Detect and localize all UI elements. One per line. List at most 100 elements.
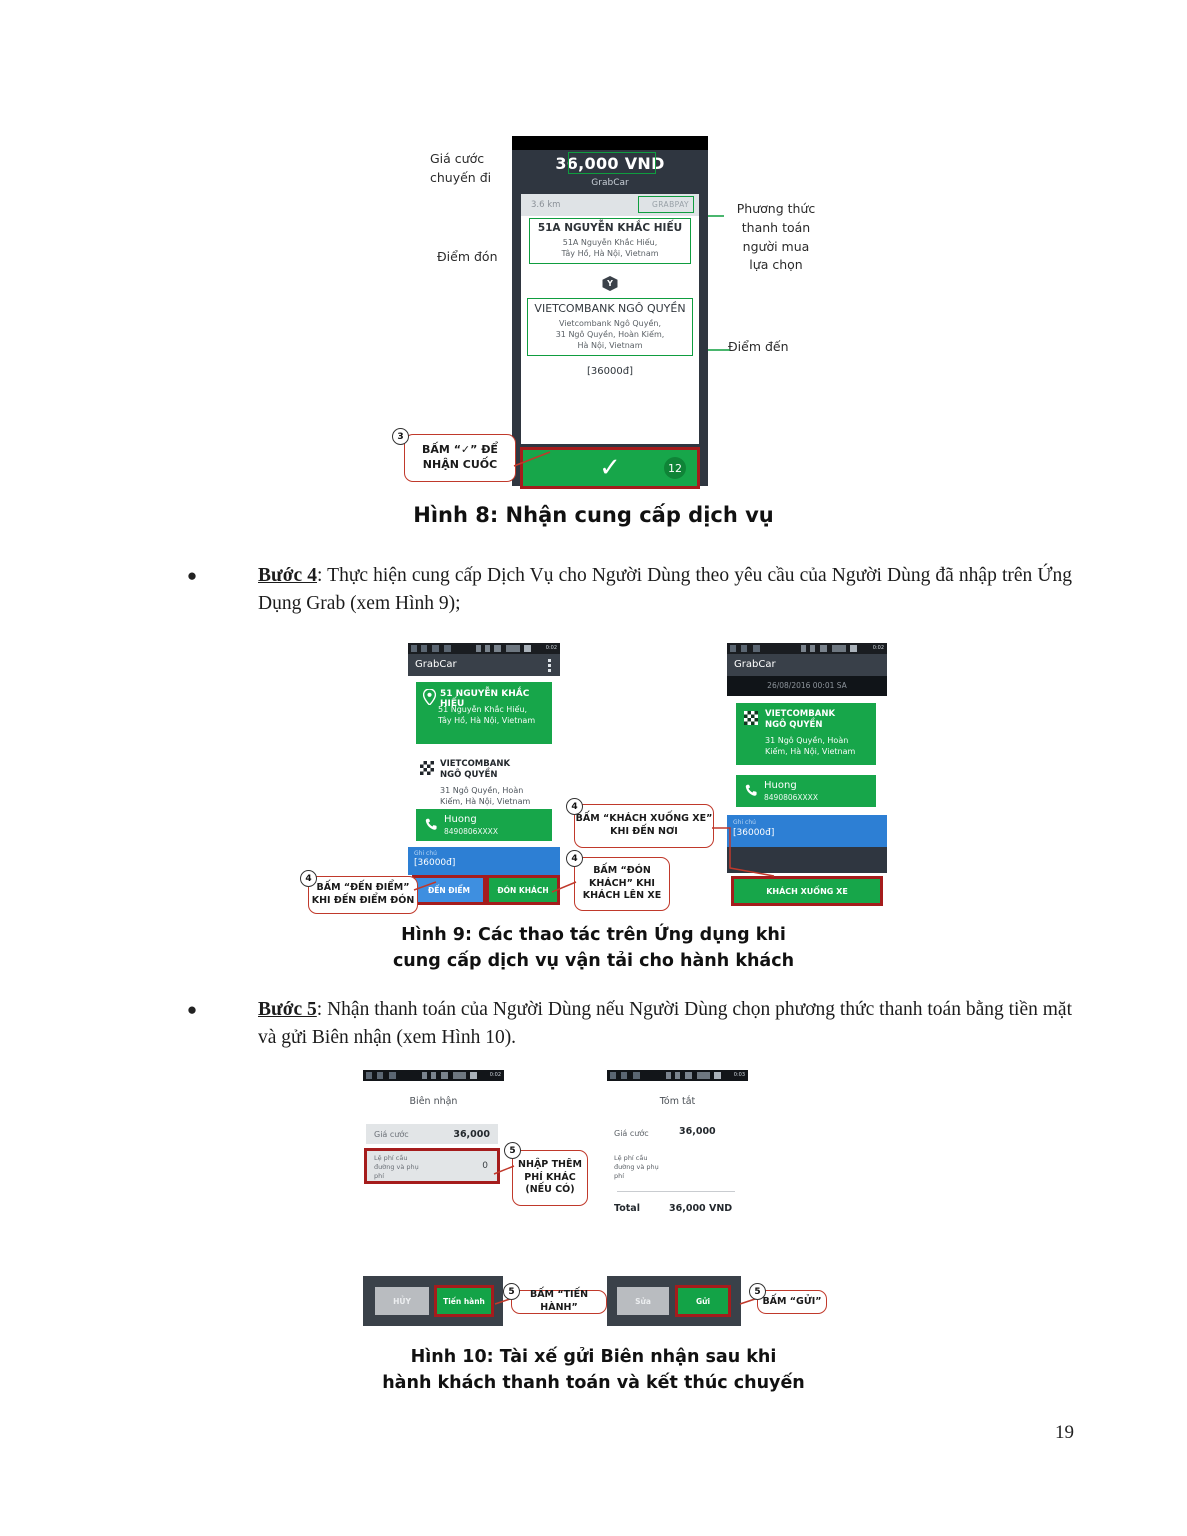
figure8-fare: 36,000 VND — [555, 154, 665, 173]
step-4-paragraph: ● Bước 4: Thực hiện cung cấp Dịch Vụ cho… — [172, 562, 1072, 617]
figure9-left-pickup-button[interactable]: ĐÓN KHÁCH — [488, 877, 558, 903]
figure8-fare-highlight — [568, 152, 656, 174]
figure9-left-app-title: GrabCar — [415, 659, 457, 670]
label-dropoff: Điểm đến — [728, 339, 789, 354]
statusbar-icons — [610, 1072, 654, 1079]
figure9-phone-left: 0:02 GrabCar 51 NGUYỄN KHẮC HIẾU 51 Nguy… — [408, 643, 560, 911]
figure9-left-dropoff-title: VIETCOMBANK NGÔ QUYỀN — [440, 759, 511, 781]
figure9-callout-arrived-number: 4 — [300, 870, 317, 887]
figure9-left-arrived-button[interactable]: ĐẾN ĐIỂM — [414, 877, 484, 903]
statusbar-icons — [411, 645, 471, 652]
figure10-receipt-fee-label: Lệ phí cầu đường và phụ phí — [374, 1154, 419, 1180]
figure8-phone: 36,000 VND GrabCar 3.6 km GRABPAY 51A NG… — [512, 136, 708, 489]
statusbar-time: 0:02 — [489, 1072, 501, 1078]
figure8-payment-highlight — [638, 196, 694, 213]
figure10-caption-line2: hành khách thanh toán và kết thúc chuyến — [382, 1373, 805, 1394]
figure10-callout-fee-box: NHẬP THÊM PHÍ KHÁC (NẾU CÓ) — [512, 1150, 588, 1206]
figure9-callout-pickup-leader — [551, 881, 577, 893]
figure9-left-contact-name: Huong — [444, 814, 477, 825]
figure8-distance: 3.6 km — [531, 200, 561, 210]
figure10-edit-button[interactable]: Sửa — [617, 1287, 669, 1315]
statusbar-signal-icons — [422, 1072, 482, 1079]
figure10-callout-proceed-box: BẤM “TIẾN HÀNH” — [511, 1289, 607, 1314]
label-payment-method: Phương thức thanh toán người mua lựa chọ… — [736, 201, 816, 273]
statusbar-signal-icons — [476, 645, 538, 652]
figure9-caption-line2: cung cấp dịch vụ vận tải cho hành khách — [392, 951, 795, 972]
figure9-left-pickup-title: 51 NGUYỄN KHẮC HIẾU — [440, 689, 530, 709]
figure8-pickup-title: 51A NGUYỄN KHẮC HIẾU — [537, 222, 683, 234]
figure10-callout-fee-number: 5 — [504, 1142, 521, 1159]
figure9-right-timestamp-bar: 26/08/2016 00:01 SA — [727, 676, 887, 696]
figure10-summary-fee-label: Lệ phí cầu đường và phụ phí — [614, 1154, 659, 1181]
figure9-left-arrived-label: ĐẾN ĐIỂM — [428, 885, 470, 895]
figure9-left-note-label: Ghi chú — [414, 850, 437, 857]
figure10-receipt-fee-row[interactable]: Lệ phí cầu đường và phụ phí 0 — [366, 1150, 498, 1182]
page-number: 19 — [1055, 1422, 1074, 1443]
figure9-left-contact-number: 8490806XXXX — [444, 827, 498, 836]
figure9-left-statusbar: 0:02 — [408, 643, 560, 654]
figure10-callout-send-number: 5 — [749, 1283, 766, 1300]
figure9-right-note-strip: Ghi chú [36000đ] — [727, 815, 887, 847]
step-4-text: : Thực hiện cung cấp Dịch Vụ cho Người D… — [258, 565, 1072, 614]
figure8-service: GrabCar — [591, 178, 629, 188]
phone-icon — [745, 784, 758, 802]
label-pickup: Điểm đón — [437, 249, 498, 264]
waypoint-hex-icon: Y — [602, 276, 618, 291]
figure10-summary-fare-label: Giá cước — [614, 1129, 649, 1138]
figure8-caption: Hình 8: Nhận cung cấp dịch vụ — [413, 503, 774, 527]
figure10-send-highlight — [675, 1285, 731, 1317]
figure10-receipt-fee-highlight — [364, 1148, 500, 1184]
figure9-caption-line1: Hình 9: Các thao tác trên Ứng dụng khi — [401, 925, 786, 945]
figure8-dropoff-title: VIETCOMBANK NGÔ QUYỀN — [534, 302, 686, 315]
figure10-summary-panel: 0:03 Tóm tắt Giá cước 36,000 Lệ phí cầu … — [607, 1070, 757, 1235]
figure8-callout-number: 3 — [392, 428, 409, 445]
figure10-cancel-button[interactable]: HỦY — [375, 1287, 429, 1315]
check-icon: ✓ — [599, 453, 621, 483]
figure10-callout-send-box: BẤM “GỬI” — [757, 1290, 827, 1314]
figure9-right-dropoff-card: VIETCOMBANK NGÔ QUYỀN 31 Ngô Quyền, Hoàn… — [736, 703, 876, 765]
figure8-dropoff-highlight — [527, 298, 693, 356]
figure9-right-contact-number: 8490806XXXX — [764, 793, 818, 802]
figure9-left-contact-card[interactable]: Huong 8490806XXXX — [416, 809, 552, 841]
figure10-receipt-fee-value: 0 — [482, 1161, 488, 1171]
figure10-summary-total-value: 36,000 VND — [669, 1203, 733, 1214]
figure9-right-contact-card[interactable]: Huong 8490806XXXX — [736, 775, 876, 807]
figure9-right-note-value: [36000đ] — [733, 828, 775, 838]
figure10-callout-fee-leader — [493, 1165, 515, 1175]
figure9-right-app-title: GrabCar — [734, 659, 776, 670]
statusbar-time: 0:02 — [872, 645, 884, 651]
figure10-proceed-label: Tiến hành — [443, 1296, 485, 1306]
figure9-left-dropoff-address: 31 Ngô Quyền, Hoàn Kiếm, Hà Nội, Vietnam — [440, 786, 531, 807]
figure9-left-pickup-address: 51 Nguyễn Khắc Hiếu, Tây Hồ, Hà Nội, Vie… — [438, 705, 536, 726]
figure10-proceed-button[interactable]: Tiến hành — [436, 1287, 492, 1315]
figure9-right-spacer — [727, 847, 887, 873]
figure9-right-dropoff-button[interactable]: KHÁCH XUỐNG XE — [733, 878, 881, 904]
figure9-right-dropoff-label: KHÁCH XUỐNG XE — [766, 886, 848, 896]
figure10-edit-label: Sửa — [635, 1296, 651, 1306]
figure10-summary-statusbar: 0:03 — [607, 1070, 748, 1081]
figure9-callout-pickup-box: BẤM “ĐÓN KHÁCH” KHI KHÁCH LÊN XE — [574, 857, 670, 911]
figure10-buttons-right: Sửa Gửi — [607, 1276, 741, 1326]
overflow-menu-icon[interactable] — [548, 659, 551, 672]
figure8-counter: 12 — [664, 457, 686, 479]
figure9-right-dropoff-highlight — [731, 876, 883, 906]
figure9-right-dropoff-title: VIETCOMBANK NGÔ QUYỀN — [765, 709, 836, 731]
figure8-accept-button[interactable]: ✓ 12 — [522, 449, 698, 487]
figure8-callout-box: BẤM “✓” ĐỂ NHẬN CUỐC — [404, 434, 516, 482]
figure10-callout-proceed-number: 5 — [503, 1283, 520, 1300]
figure9-right-appbar: GrabCar — [727, 654, 887, 676]
statusbar-icons — [366, 1072, 410, 1079]
figure9-right-note-label: Ghi chú — [733, 819, 756, 826]
figure9-left-pickup-card: 51 NGUYỄN KHẮC HIẾU 51 Nguyễn Khắc Hiếu,… — [416, 682, 552, 744]
figure8-pickup-highlight — [529, 218, 691, 264]
figure9-caption: Hình 9: Các thao tác trên Ứng dụng khi c… — [0, 922, 1187, 975]
figure9-left-note-value: [36000đ] — [414, 858, 456, 868]
figure10-summary-divider — [617, 1191, 735, 1192]
figure10-send-button[interactable]: Gửi — [677, 1287, 729, 1315]
figure9-callout-pickup-number: 4 — [566, 850, 583, 867]
figure8-trip-card: 3.6 km GRABPAY 51A NGUYỄN KHẮC HIẾU 51A … — [521, 194, 699, 444]
map-pin-icon — [422, 688, 437, 706]
figure9-callout-arrived-leader — [413, 881, 437, 891]
figure10-receipt-fare-row: Giá cước 36,000 — [366, 1124, 498, 1144]
figure8-callout-leader — [513, 451, 551, 467]
